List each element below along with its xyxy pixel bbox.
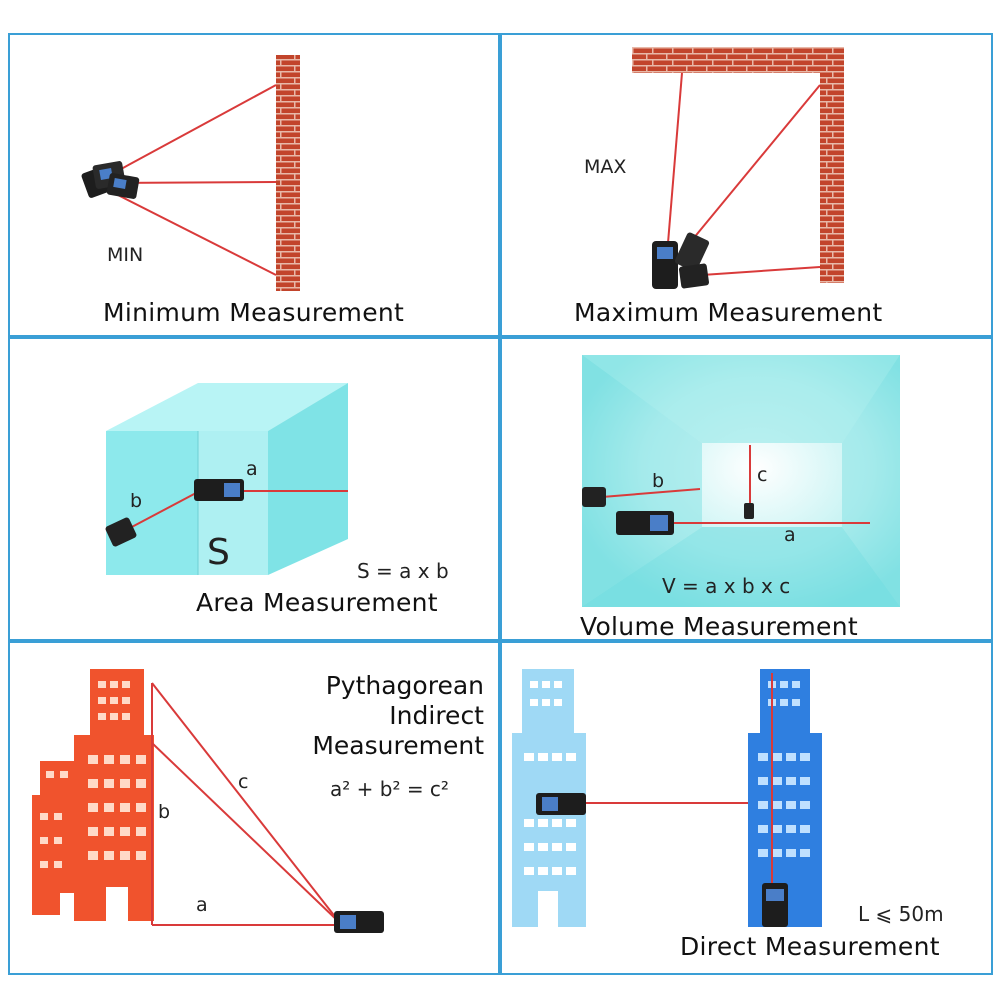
panel-minimum-measurement: MIN Minimum Measurement — [8, 33, 500, 337]
direct-formula: L ⩽ 50m — [858, 902, 944, 926]
pythagorean-caption: Pythagorean Indirect Measurement — [312, 671, 484, 761]
caption-line-1: Pythagorean — [325, 671, 484, 700]
label-c: c — [238, 771, 249, 793]
minimum-measurement-caption: Minimum Measurement — [103, 298, 405, 327]
area-formula: S = a x b — [357, 559, 449, 583]
laser-beams — [601, 445, 870, 524]
panel-pythagorean-measurement: b c a Pythagorean Indirect Measurement a… — [8, 641, 500, 975]
pythagorean-formula: a² + b² = c² — [330, 777, 449, 801]
laser-device-icon — [536, 793, 788, 927]
brick-wall — [276, 55, 300, 291]
direct-measurement-caption: Direct Measurement — [680, 932, 940, 961]
panel-volume-measurement: b c a V = a x b x c Volume Measurement — [500, 337, 993, 641]
laser-device-icon — [652, 232, 710, 289]
label-a: a — [246, 458, 258, 480]
laser-device-icon — [582, 487, 754, 535]
label-a: a — [784, 524, 796, 546]
laser-beams — [151, 682, 341, 926]
laser-device-icon — [81, 161, 140, 199]
label-a: a — [196, 894, 208, 916]
laser-beams — [667, 72, 821, 276]
maximum-measurement-illustration — [632, 47, 844, 289]
volume-measurement-caption: Volume Measurement — [580, 612, 858, 641]
min-label: MIN — [107, 244, 144, 266]
max-label: MAX — [584, 156, 627, 178]
panel-maximum-measurement: MAX Maximum Measurement — [500, 33, 993, 337]
orange-building-icon — [32, 669, 154, 921]
label-c: c — [757, 464, 768, 486]
area-measurement-caption: Area Measurement — [196, 588, 438, 617]
caption-line-2: Indirect — [389, 701, 484, 730]
laser-device-icon — [334, 911, 384, 933]
panel-direct-measurement: L ⩽ 50m Direct Measurement — [500, 641, 993, 975]
label-b: b — [158, 801, 171, 823]
light-blue-building-icon — [512, 669, 586, 927]
brick-ceiling — [632, 47, 844, 73]
minimum-measurement-illustration — [81, 55, 300, 291]
caption-line-3: Measurement — [312, 731, 484, 760]
volume-formula: V = a x b x c — [662, 574, 791, 598]
pythagorean-measurement-illustration — [32, 669, 384, 933]
area-measurement-illustration — [105, 383, 348, 575]
panel-area-measurement: a b S S = a x b Area Measurement — [8, 337, 500, 641]
label-b: b — [130, 490, 143, 512]
laser-device-icon — [105, 479, 244, 547]
laser-beams — [580, 673, 773, 883]
direct-measurement-illustration — [512, 669, 822, 927]
maximum-measurement-caption: Maximum Measurement — [574, 298, 883, 327]
label-s: S — [207, 532, 230, 573]
cyan-box — [106, 383, 348, 575]
label-b: b — [652, 470, 665, 492]
volume-measurement-illustration — [582, 355, 900, 607]
brick-wall — [820, 47, 844, 283]
